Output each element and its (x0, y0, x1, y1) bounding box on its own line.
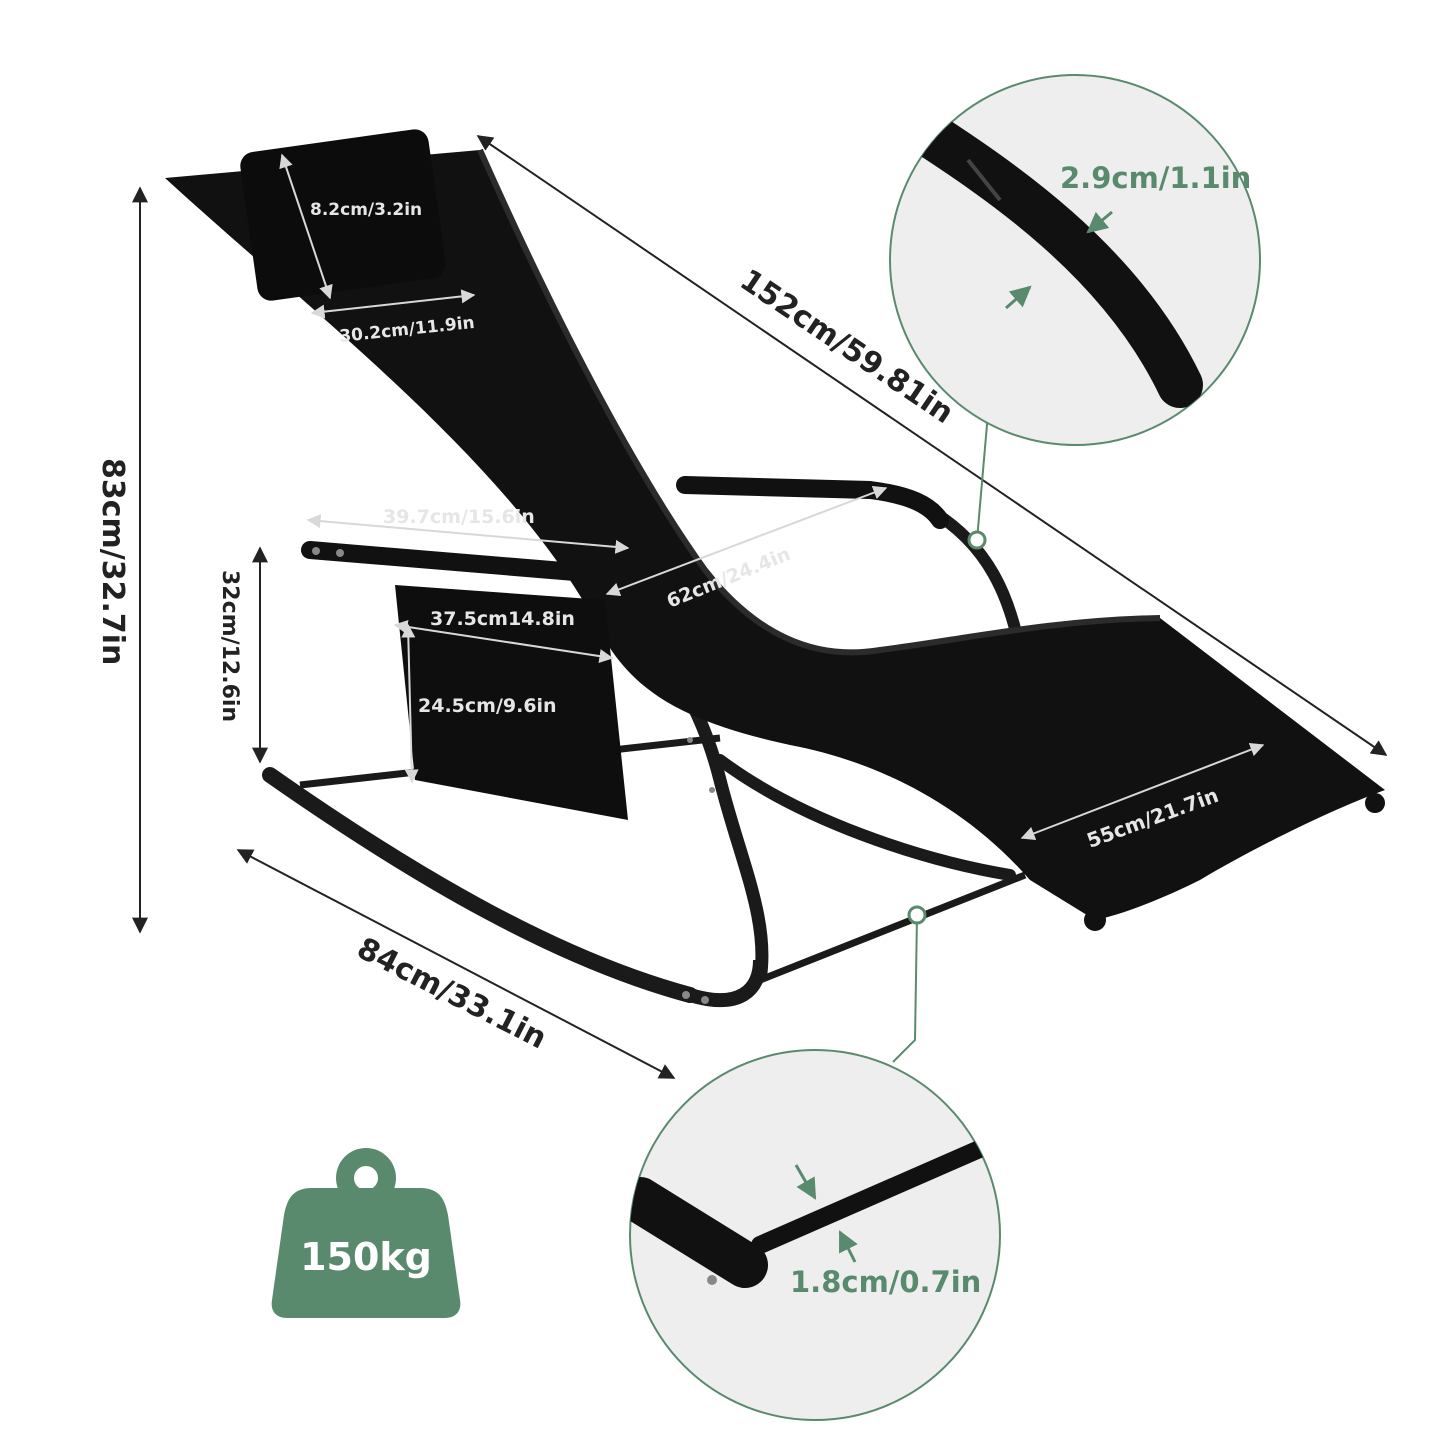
base-depth-label: 84cm/33.1in (351, 931, 552, 1056)
headrest-height-label: 8.2cm/3.2in (310, 200, 422, 220)
callout-anchor-top (967, 530, 987, 550)
max-load-label: 150kg (300, 1235, 432, 1279)
pocket-height-label: 24.5cm/9.6in (418, 695, 557, 717)
bar-detail-image (629, 1049, 1001, 1421)
tube-detail-image (889, 74, 1261, 446)
seat-width-label: 39.7cm/15.6in (383, 506, 535, 528)
dimension-lines (132, 135, 1388, 1079)
inner-dimension-lines (279, 153, 1265, 840)
armrest-height-label: 32cm/12.6in (217, 570, 242, 722)
weight-icon (271, 1148, 461, 1318)
callout-anchor-bottom (907, 905, 927, 925)
pocket-width-label: 37.5cm14.8in (430, 608, 575, 630)
total-height-label: 83cm/32.7in (95, 458, 130, 665)
base-bar-diameter-label: 1.8cm/0.7in (790, 1265, 981, 1299)
frame-tube-diameter-label: 2.9cm/1.1in (1060, 161, 1251, 195)
